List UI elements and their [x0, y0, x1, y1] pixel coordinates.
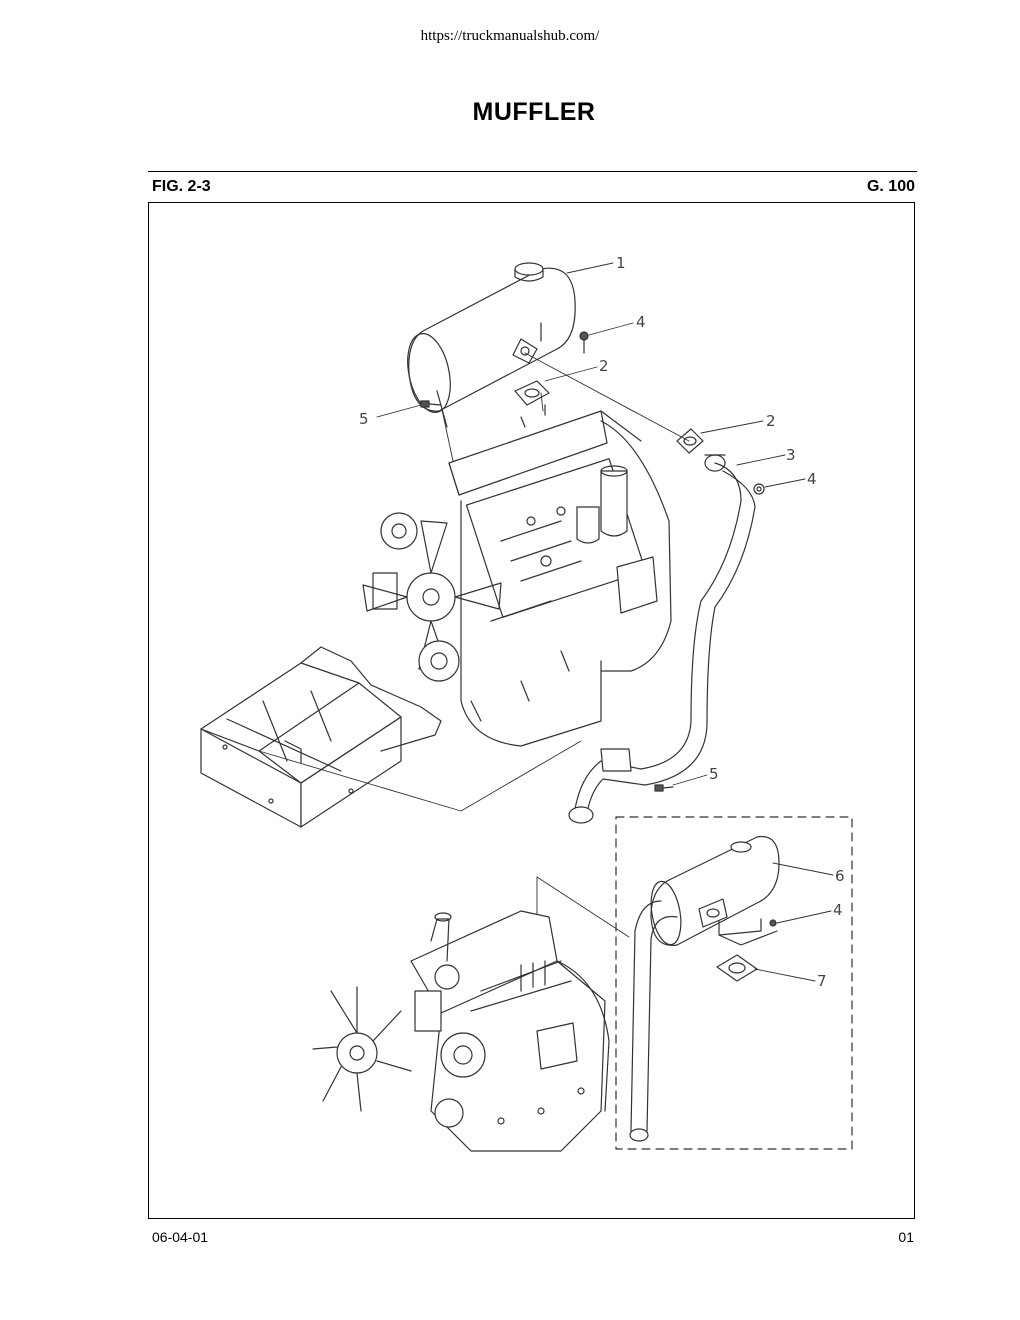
source-url[interactable]: https://truckmanualshub.com/ — [420, 28, 600, 44]
tail-pipe-option — [629, 900, 678, 1142]
gasket-part-2-pipe — [676, 428, 704, 454]
callout-labels: 1 4 2 5 2 3 4 5 6 4 7 — [359, 254, 845, 990]
callout-4-option: 4 — [833, 901, 843, 919]
muffler-part-6 — [650, 835, 780, 947]
assembly-leader-lines — [258, 352, 690, 970]
exploded-parts-diagram: 1 4 2 5 2 3 4 5 6 4 7 — [200, 254, 853, 1152]
optional-muffler-box — [615, 816, 853, 1150]
footer-page-number: 01 — [898, 1229, 914, 1245]
callout-4-pipe: 4 — [807, 470, 817, 488]
callout-6: 6 — [835, 867, 845, 885]
callout-5-lower: 5 — [709, 765, 719, 783]
callout-2-pipe: 2 — [766, 412, 776, 430]
callout-4-upper: 4 — [636, 313, 646, 331]
group-reference: G. 100 — [866, 178, 915, 195]
gasket-part-7 — [716, 954, 758, 982]
callout-7: 7 — [817, 972, 827, 990]
bolt-part-5-lower — [654, 784, 674, 792]
nut-part-4-option — [769, 919, 777, 927]
engine-upper — [362, 404, 672, 747]
figure-label: FIG. 2-3 — [152, 178, 211, 195]
parts-diagram-frame: 1 4 2 5 2 3 4 5 6 4 7 — [148, 202, 915, 1219]
callout-1: 1 — [616, 254, 626, 272]
nut-part-4-upper — [579, 331, 589, 354]
callout-2-upper: 2 — [599, 357, 609, 375]
gasket-part-2-upper — [514, 380, 550, 406]
page-title: MUFFLER — [472, 98, 596, 126]
engine-lower — [312, 910, 610, 1152]
nut-part-4-pipe — [753, 483, 765, 495]
header-rule — [148, 171, 917, 172]
bolt-part-5-upper — [420, 400, 442, 408]
frame-bracket — [200, 646, 442, 828]
callout-leaders — [376, 262, 834, 982]
exhaust-pipe-part-3 — [568, 454, 756, 824]
callout-5-upper: 5 — [359, 410, 369, 428]
footer-date: 06-04-01 — [152, 1229, 209, 1245]
callout-3: 3 — [786, 446, 796, 464]
